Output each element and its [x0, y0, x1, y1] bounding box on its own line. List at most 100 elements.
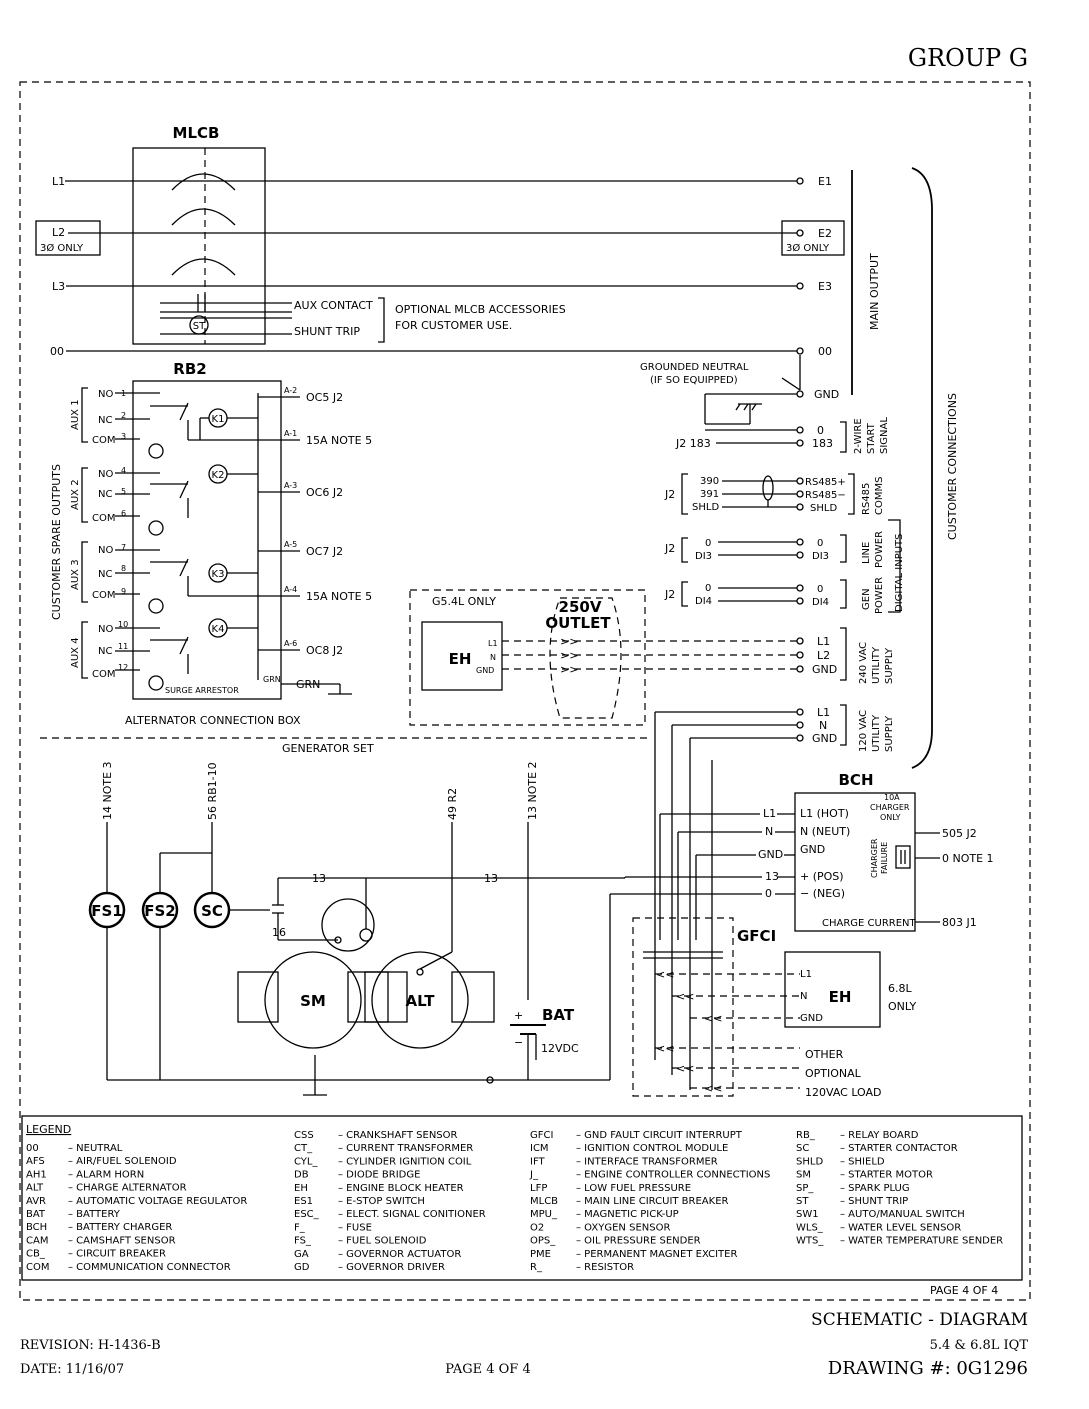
label-rs485n: RS485− [805, 490, 846, 501]
legend-abbr: CSS [294, 1130, 314, 1141]
legend-desc: – RESISTOR [576, 1262, 634, 1273]
battery-charger-box [794, 792, 916, 932]
l2-3ph-box [35, 220, 101, 256]
label-grounded-neutral-2: (IF SO EQUIPPED) [650, 375, 738, 386]
legend-desc: – CIRCUIT BREAKER [68, 1249, 166, 1260]
label-240-utility: UTILITY [871, 646, 882, 684]
legend-desc: – COMMUNICATION CONNECTOR [68, 1262, 231, 1273]
legend-desc: – AIR/FUEL SOLENOID [68, 1156, 177, 1167]
label-2wire-1: 2-WIRE [853, 418, 864, 454]
label-generator-set: GENERATOR SET [282, 742, 374, 755]
legend-desc: – AUTO/MANUAL SWITCH [840, 1209, 965, 1220]
label-13-a: 13 [312, 872, 326, 885]
legend-abbr: SW1 [796, 1209, 819, 1220]
label-bch-pos: + (POS) [800, 870, 844, 883]
legend-abbr: AVR [26, 1196, 46, 1207]
label-optional: OPTIONAL [805, 1067, 862, 1080]
legend-desc: – CURRENT TRANSFORMER [338, 1143, 473, 1154]
legend-title: LEGEND [26, 1123, 71, 1136]
label-bch-n: N (NEUT) [800, 825, 850, 838]
pin-a3: A-3 [284, 481, 297, 490]
starter-solenoid [321, 898, 375, 952]
legend-abbr: ESC_ [294, 1209, 320, 1220]
eh-box-54 [421, 621, 503, 691]
label-charger: CHARGER [870, 803, 910, 812]
legend-desc: – MAGNETIC PICK-UP [576, 1209, 679, 1220]
gfci-box [632, 917, 734, 1097]
label-eh-54: EH [449, 650, 472, 668]
label-15a-1: 15A NOTE 5 [306, 434, 372, 447]
mlcb-title: MLCB [173, 124, 220, 142]
label-shld-r: SHLD [810, 503, 837, 514]
surge-arrestor-4 [148, 675, 164, 691]
label-di4-r: DI4 [812, 597, 829, 608]
customer-bracket [911, 167, 933, 769]
label-240-l1: L1 [817, 635, 830, 648]
label-120vac-load: 120VAC LOAD [805, 1086, 882, 1099]
g54-box [409, 589, 646, 726]
legend-desc: – INTERFACE TRANSFORMER [576, 1156, 718, 1167]
legend-desc: – OXYGEN SENSOR [576, 1222, 670, 1233]
svg-text:>>: >> [560, 663, 578, 676]
label-oc7: OC7 J2 [306, 545, 343, 558]
legend-desc: – PERMANENT MAGNET EXCITER [576, 1249, 737, 1260]
label-only: ONLY [880, 813, 901, 822]
label-no-3: NO [98, 545, 113, 556]
legend-abbr: AFS [26, 1156, 45, 1167]
starter-motor [264, 951, 362, 1049]
legend-desc: – MAIN LINE CIRCUIT BREAKER [576, 1196, 729, 1207]
legend-desc: – GND FAULT CIRCUIT INTERRUPT [576, 1130, 743, 1141]
rb2-outputs: A-2 OC5 J2 A-1 15A NOTE 5 A-3 OC6 J2 A-5… [258, 386, 372, 695]
label-com-2: COM [92, 513, 115, 524]
label-68l: 6.8L [888, 982, 912, 995]
shield-twist [762, 475, 774, 501]
legend-desc: – IGNITION CONTROL MODULE [576, 1143, 728, 1154]
legend-desc: – E-STOP SWITCH [338, 1196, 425, 1207]
label-120-n: N [819, 719, 827, 732]
label-accessories-2: FOR CUSTOMER USE. [395, 319, 512, 332]
legend-abbr: ICM [530, 1143, 549, 1154]
label-fs1: FS1 [91, 902, 123, 920]
pin-a1: A-1 [284, 429, 297, 438]
pin-a6: A-6 [284, 639, 297, 648]
label-grn-inner: GRN [263, 675, 281, 684]
label-803-j1: 803 J1 [942, 916, 977, 929]
label-120-supply: SUPPLY [884, 715, 895, 752]
terminal-e2 [796, 229, 804, 237]
legend-abbr: ST [796, 1196, 809, 1207]
terminal-e3 [796, 282, 804, 290]
legend-abbr: ALT [26, 1183, 44, 1194]
svg-text:>>: >> [560, 649, 578, 662]
label-no-4: NO [98, 624, 113, 635]
label-customer-spare: CUSTOMER SPARE OUTPUTS [50, 464, 63, 620]
legend-box [21, 1115, 1023, 1281]
breaker-arc-2 [171, 208, 236, 226]
surge-arrestor-1 [148, 443, 164, 459]
legend-abbr: BCH [26, 1222, 47, 1233]
legend-abbr: SP_ [796, 1183, 814, 1194]
legend-desc: – CAMSHAFT SENSOR [68, 1235, 176, 1246]
svg-text:<<: << [676, 990, 694, 1003]
label-alt-conn-box: ALTERNATOR CONNECTION BOX [125, 714, 301, 727]
pin-a4: A-4 [284, 585, 297, 594]
legend-desc: – STARTER CONTACTOR [840, 1143, 958, 1154]
legend-abbr: 00 [26, 1143, 39, 1154]
label-gnd: GND [814, 388, 839, 401]
label-other: OTHER [805, 1048, 844, 1061]
legend-abbr: WTS_ [796, 1236, 824, 1247]
label-bat: BAT [542, 1006, 575, 1024]
surge-arrestor-3 [148, 598, 164, 614]
label-120-gnd: GND [812, 732, 837, 745]
label-alt: ALT [406, 992, 436, 1010]
svg-text:<<: << [656, 1042, 674, 1055]
label-l1: L1 [52, 175, 65, 188]
legend-desc: – BATTERY [68, 1209, 121, 1220]
gfci-title: GFCI [737, 927, 776, 945]
legend-desc: – NEUTRAL [68, 1143, 123, 1154]
legend-desc: – STARTER MOTOR [840, 1170, 933, 1181]
label-bch-left-l1: L1 [763, 807, 776, 820]
breaker-arc-3 [171, 258, 236, 276]
label-oc5: OC5 J2 [306, 391, 343, 404]
label-2wire-3: SIGNAL [879, 417, 890, 454]
aux3-group: AUX 3 NO NC COM 7 8 9 [70, 541, 126, 603]
